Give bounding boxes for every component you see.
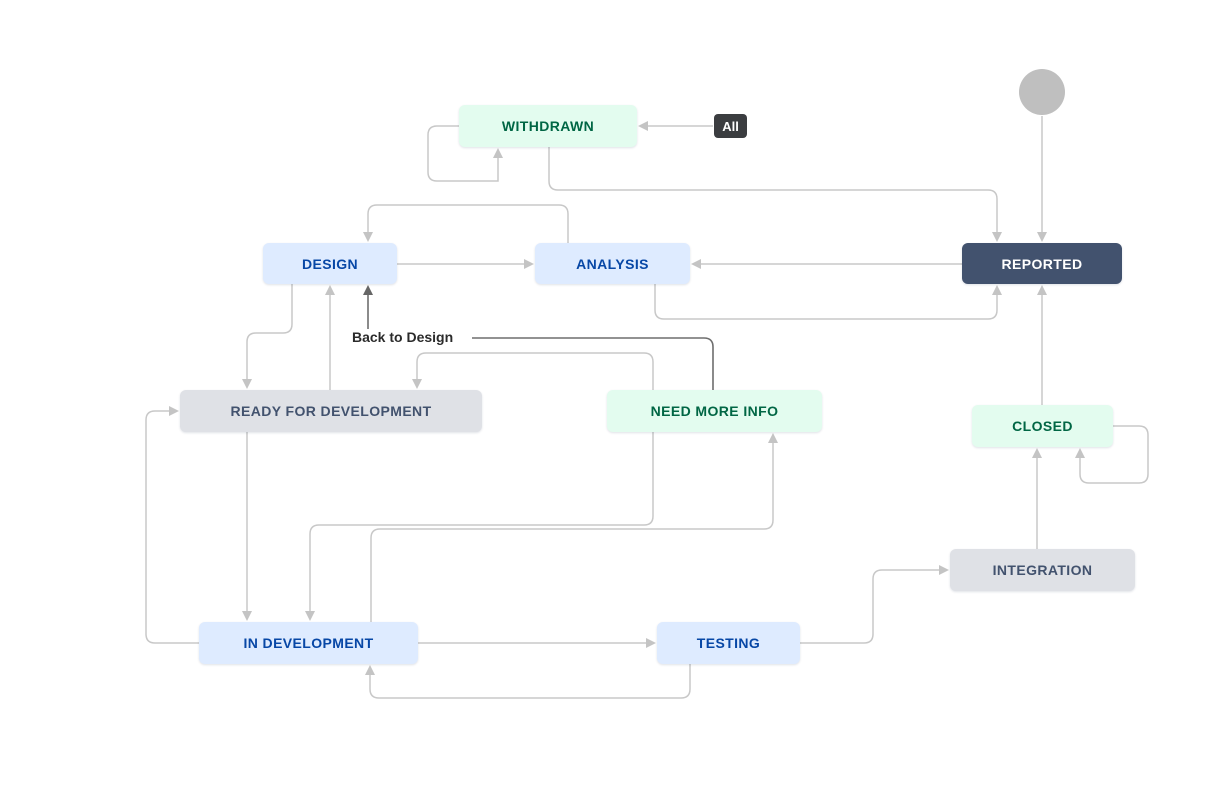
edge-indev-to-needinfo[interactable]: [370, 433, 778, 622]
status-in-development[interactable]: IN DEVELOPMENT: [199, 622, 418, 664]
edge-needinfo-to-indev[interactable]: [305, 432, 654, 621]
edge-testing-to-integration[interactable]: [800, 565, 949, 644]
status-design[interactable]: DESIGN: [263, 243, 397, 284]
status-testing[interactable]: TESTING: [657, 622, 800, 664]
status-reported[interactable]: REPORTED: [962, 243, 1122, 284]
global-transition-all-badge[interactable]: All: [714, 114, 747, 138]
edge-analysis-to-reported[interactable]: [654, 284, 1002, 320]
status-analysis[interactable]: ANALYSIS: [535, 243, 690, 284]
edge-back-to-design-line[interactable]: [472, 337, 714, 390]
status-ready-for-development[interactable]: READY FOR DEVELOPMENT: [180, 390, 482, 432]
status-closed[interactable]: CLOSED: [972, 405, 1113, 447]
edge-analysis-to-design[interactable]: [363, 204, 569, 243]
edge-indev-to-ready[interactable]: [145, 406, 199, 644]
status-need-more-info[interactable]: NEED MORE INFO: [607, 390, 822, 432]
initial-state-circle[interactable]: [1019, 69, 1065, 115]
edge-design-to-ready[interactable]: [242, 284, 293, 389]
edge-withdrawn-self-loop[interactable]: [427, 125, 503, 182]
transition-label-back-to-design[interactable]: Back to Design: [350, 329, 456, 346]
edge-testing-to-indev[interactable]: [365, 664, 691, 699]
edge-needinfo-to-ready[interactable]: [412, 352, 654, 390]
edge-closed-self-loop[interactable]: [1075, 425, 1149, 484]
edge-withdrawn-to-reported[interactable]: [548, 147, 1002, 242]
status-withdrawn[interactable]: WITHDRAWN: [459, 105, 637, 147]
status-integration[interactable]: INTEGRATION: [950, 549, 1135, 591]
